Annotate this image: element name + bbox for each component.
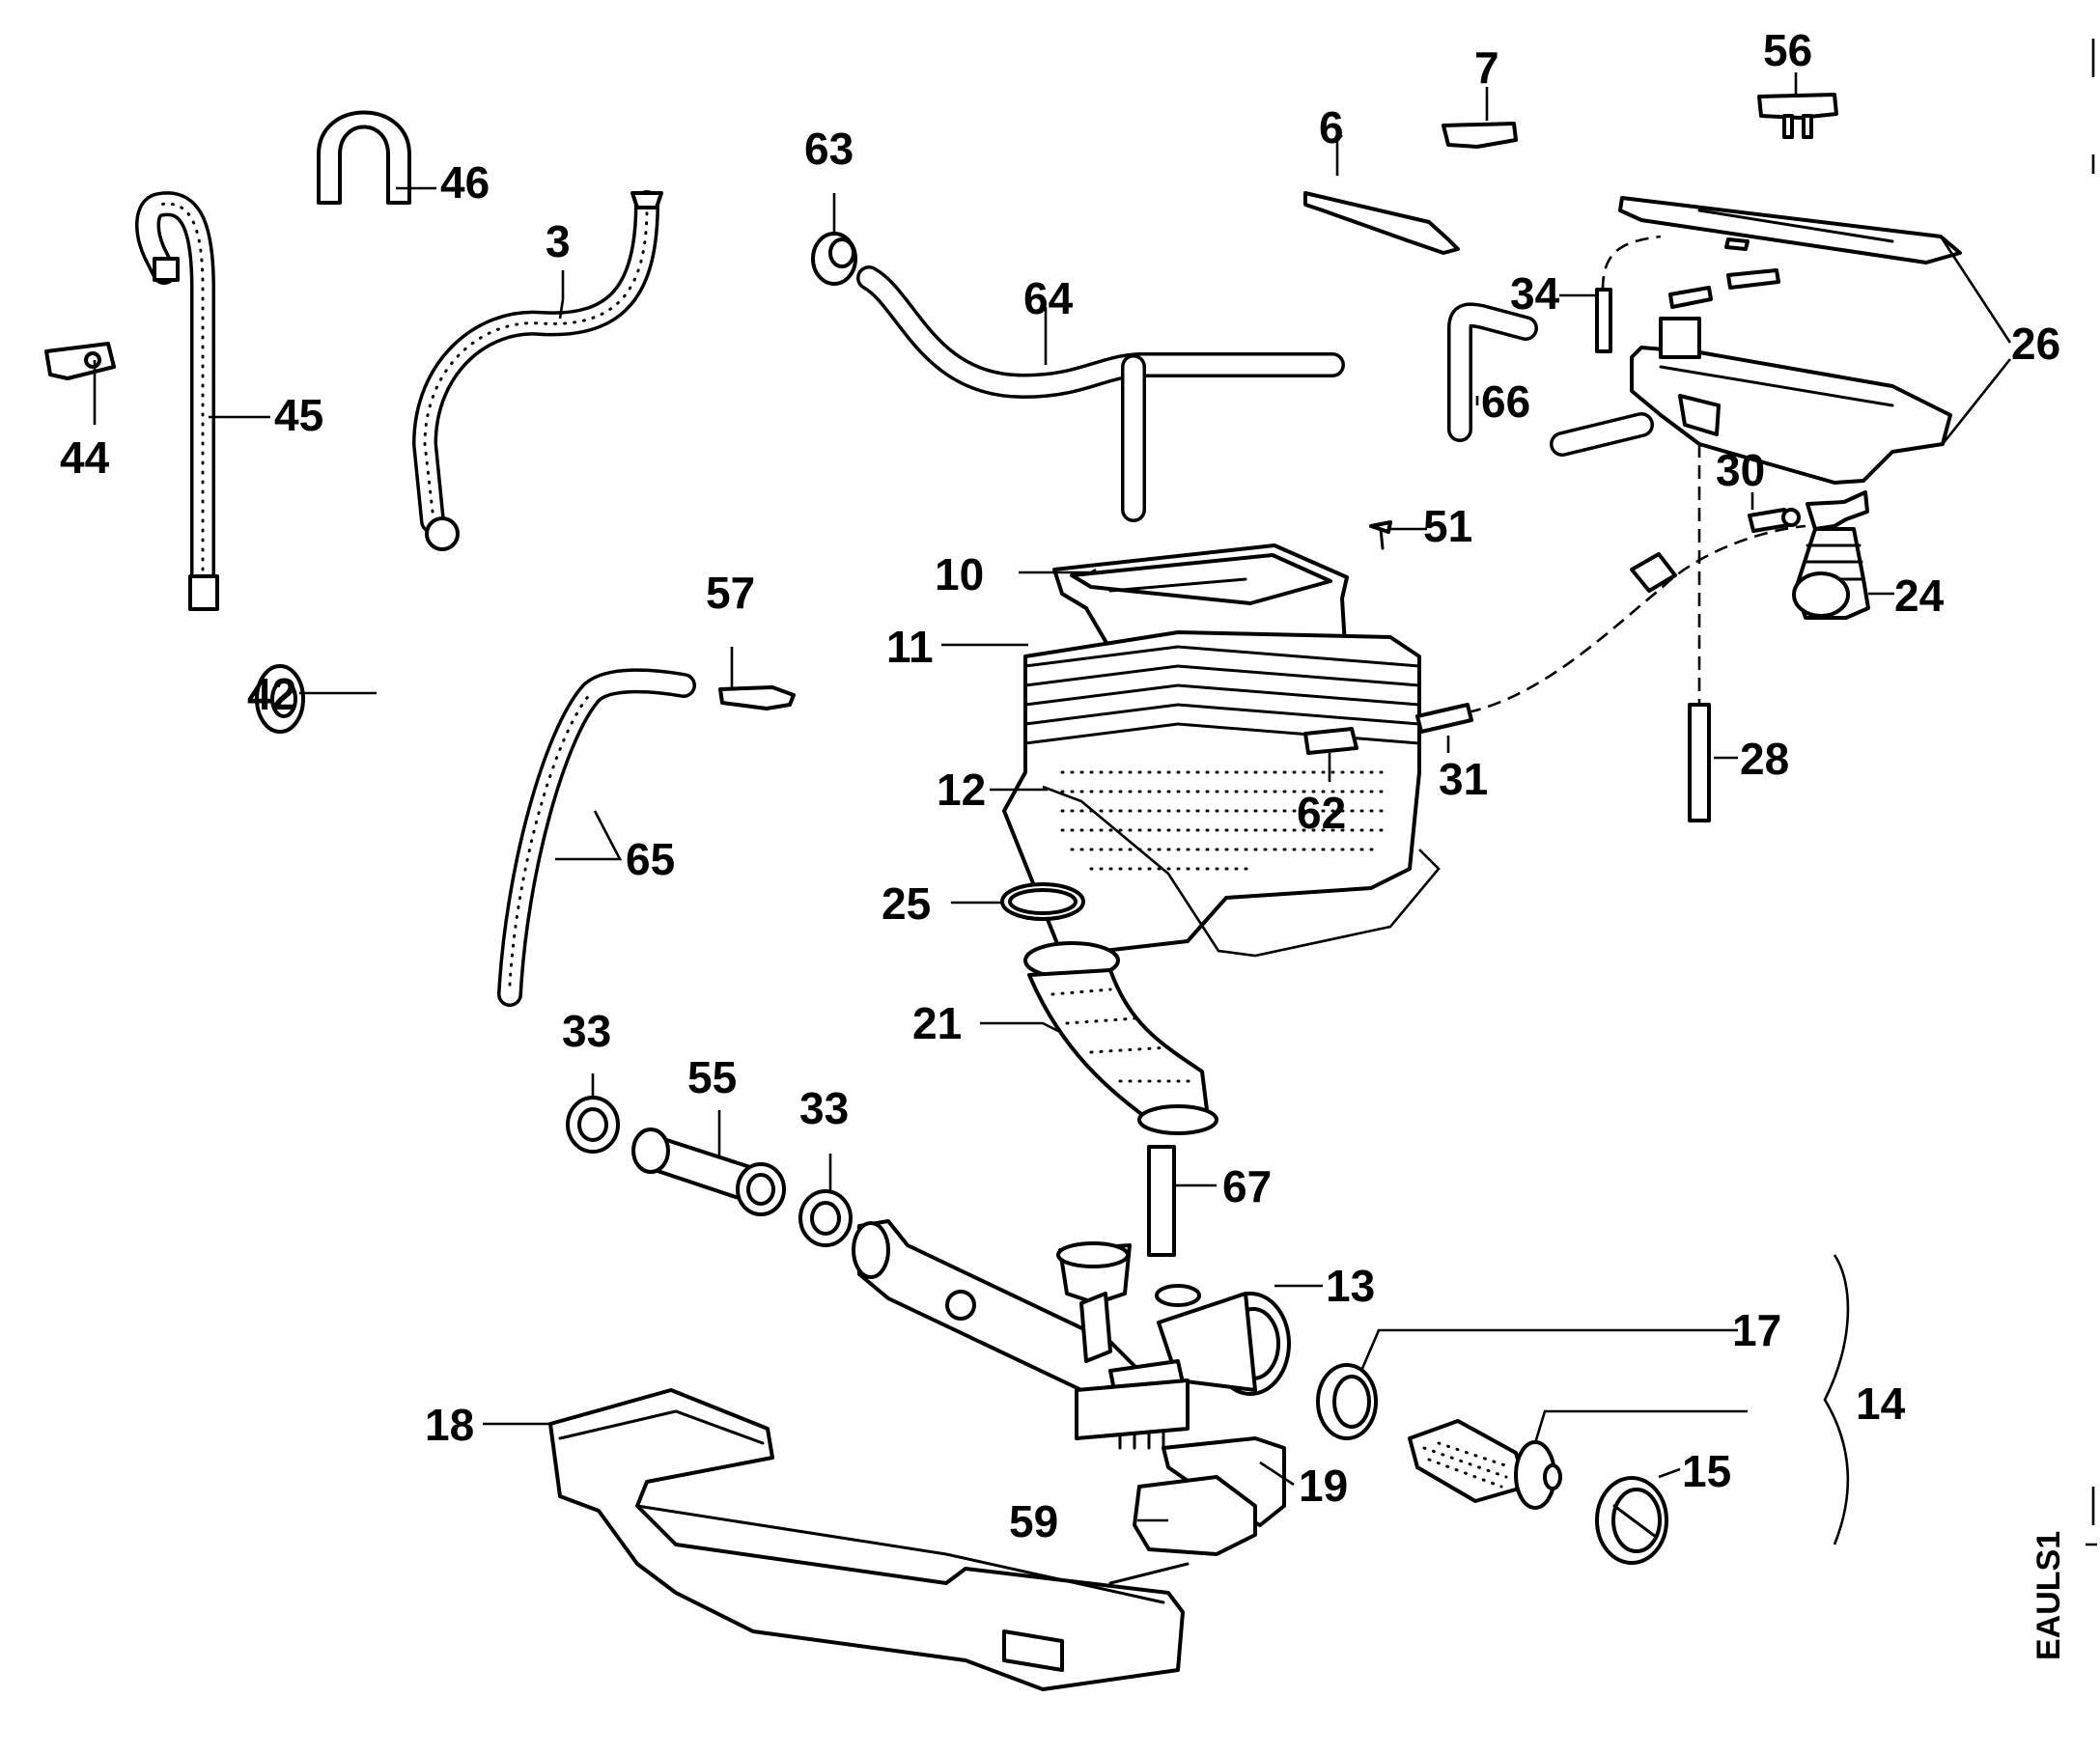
brace-14 [1823, 1254, 1850, 1545]
part-26-dispenser-housing [1618, 196, 1962, 485]
part-25-clamp-ring [1000, 882, 1085, 921]
part-65-hose [497, 668, 696, 1007]
part-46-hose-guide [317, 110, 411, 205]
label-26: 26 [2011, 319, 2060, 369]
part-33-o-ring-a [566, 1096, 620, 1154]
label-25: 25 [882, 878, 931, 929]
label-59: 59 [1009, 1496, 1058, 1546]
label-45: 45 [274, 390, 323, 440]
part-66-elbow-hose [1447, 302, 1654, 457]
label-66: 66 [1481, 376, 1530, 427]
part-33-o-ring-b [798, 1189, 853, 1247]
part-64-t-hose [856, 265, 1345, 522]
part-3-inlet-hose [412, 190, 663, 551]
part-17-seal-ring [1316, 1363, 1378, 1440]
label-56: 56 [1763, 25, 1812, 75]
part-7-catch [1442, 122, 1518, 149]
part-45-drain-hose [135, 191, 219, 611]
label-21: 21 [912, 998, 962, 1048]
label-42: 42 [247, 669, 296, 719]
part-24-bellows [1792, 490, 1870, 620]
label-31: 31 [1439, 754, 1488, 804]
part-15-filter-cap [1595, 1476, 1668, 1565]
label-11: 11 [886, 622, 934, 672]
label-12: 12 [937, 765, 986, 815]
label-13: 13 [1326, 1261, 1375, 1311]
part-51-screw [1369, 520, 1392, 550]
label-46: 46 [440, 157, 490, 208]
edge-marks [2086, 39, 2097, 1546]
part-11-tub [1002, 630, 1421, 958]
label-30: 30 [1716, 445, 1765, 495]
label-17: 17 [1732, 1305, 1781, 1355]
label-51: 51 [1423, 501, 1472, 551]
dashed-guides [1467, 235, 1806, 714]
label-19: 19 [1299, 1461, 1348, 1511]
label-57: 57 [706, 568, 755, 618]
label-28: 28 [1740, 734, 1789, 784]
part-63-cap [811, 232, 857, 286]
dispenser-small-parts [1668, 237, 1780, 309]
label-3: 3 [546, 216, 571, 266]
part-14-filter [1408, 1419, 1562, 1510]
part-57-clip [718, 685, 796, 710]
label-33-right: 33 [799, 1083, 849, 1133]
label-33-left: 33 [562, 1006, 611, 1056]
label-67: 67 [1222, 1161, 1272, 1211]
part-42-grommet [255, 664, 305, 734]
part-56-latch [1757, 93, 1838, 139]
part-6-lever [1303, 191, 1460, 255]
part-59-bracket [1133, 1475, 1257, 1556]
part-18-base-frame [548, 1388, 1190, 1691]
part-30-nozzle [1748, 508, 1801, 533]
label-18: 18 [425, 1400, 474, 1450]
label-7: 7 [1474, 42, 1499, 93]
part-21-bellows-hose [1023, 941, 1218, 1135]
part-12-gasket-wire [1042, 785, 1441, 958]
label-63: 63 [804, 124, 854, 174]
part-55-pipe [631, 1128, 786, 1216]
label-10: 10 [935, 549, 984, 599]
label-6: 6 [1319, 102, 1344, 153]
part-34-pin [1595, 288, 1612, 353]
leader-lines [93, 72, 2012, 1522]
label-44: 44 [60, 432, 110, 483]
part-62-clamp [1303, 727, 1358, 755]
label-64: 64 [1023, 273, 1074, 323]
callout-labels: 44 45 46 3 63 64 6 7 56 26 34 66 51 30 2… [60, 25, 2067, 1660]
label-34: 34 [1510, 268, 1560, 319]
label-14: 14 [1856, 1378, 1906, 1429]
label-62: 62 [1297, 788, 1346, 838]
part-44-clip [44, 342, 116, 380]
label-24: 24 [1894, 571, 1945, 621]
label-15: 15 [1682, 1446, 1731, 1496]
part-28-tube [1688, 703, 1711, 822]
part-31-stub-hose [1415, 703, 1473, 734]
drawing-code: EAULS1 [2030, 1531, 2067, 1660]
label-55: 55 [687, 1052, 737, 1102]
part-67-short-tube [1147, 1145, 1176, 1257]
part-13-pump-housing [852, 1219, 1291, 1450]
label-65: 65 [626, 834, 675, 884]
